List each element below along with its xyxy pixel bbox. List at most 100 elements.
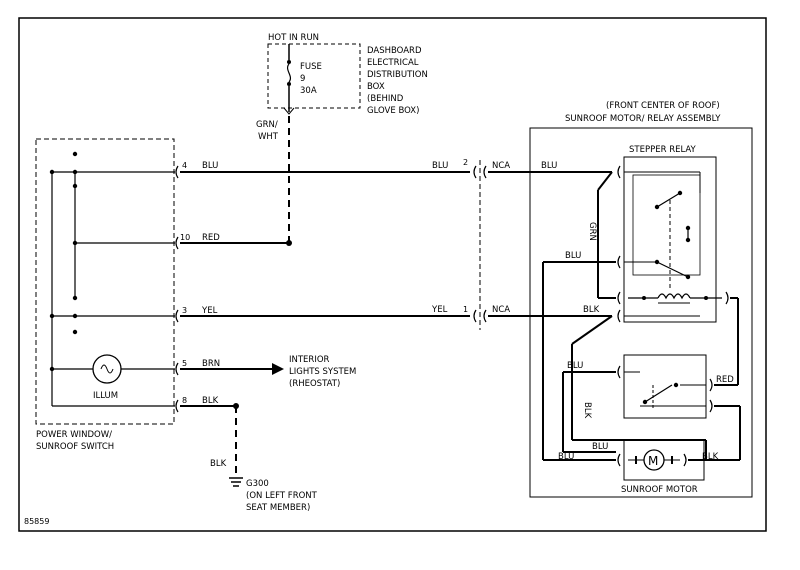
distribution-box bbox=[267, 43, 361, 109]
ground-location-1: (ON LEFT FRONT bbox=[246, 491, 318, 501]
pin-connector-icon bbox=[175, 362, 179, 376]
figure-number: 85859 bbox=[24, 517, 49, 526]
diagram-frame bbox=[18, 17, 767, 532]
interior-lights-1: INTERIOR bbox=[289, 355, 330, 365]
switch-housing bbox=[35, 138, 175, 425]
switch-name-1: POWER WINDOW/ bbox=[36, 430, 112, 440]
assembly-wire-blu-low: BLU bbox=[567, 361, 583, 371]
grn-wire bbox=[597, 171, 613, 191]
assembly-wire-red: RED bbox=[716, 375, 734, 385]
interior-lights-3: (RHEOSTAT) bbox=[289, 379, 340, 389]
limit-contact bbox=[673, 382, 679, 388]
wire-color-yel: YEL bbox=[201, 306, 218, 316]
assembly-wire-blu-motor-a: BLU bbox=[558, 452, 574, 462]
assembly-wire-blu-mid: BLU bbox=[565, 251, 581, 261]
relay-contact bbox=[642, 296, 646, 300]
fuse-terminal-top bbox=[287, 60, 291, 64]
assembly-wire-blk-mid: BLK bbox=[583, 305, 600, 315]
wire-color-blu: BLU bbox=[202, 161, 218, 171]
motor-symbol: M bbox=[648, 454, 658, 468]
dash-box-line-2: ELECTRICAL bbox=[367, 58, 419, 68]
interior-lights-2: LIGHTS SYSTEM bbox=[289, 367, 356, 377]
hot-in-run-label: HOT IN RUN bbox=[268, 33, 319, 43]
fuse-label: FUSE bbox=[300, 62, 322, 72]
pin-connector-icon bbox=[483, 309, 487, 323]
inline-pin-1: 1 bbox=[463, 305, 468, 314]
assembly-title: SUNROOF MOTOR/ RELAY ASSEMBLY bbox=[565, 114, 721, 124]
dash-box-line-5: (BEHIND bbox=[367, 94, 404, 104]
ground-name: G300 bbox=[246, 479, 269, 489]
blk-vert-wire bbox=[571, 315, 613, 345]
grn-wht-label-2: WHT bbox=[258, 132, 279, 142]
nca-label-bottom: NCA bbox=[492, 305, 510, 315]
fuse-icon bbox=[286, 63, 292, 83]
nca-label-top: NCA bbox=[492, 161, 510, 171]
pin-connector-icon bbox=[617, 291, 621, 305]
ground-wire-color: BLK bbox=[210, 459, 227, 469]
assembly-location: (FRONT CENTER OF ROOF) bbox=[606, 101, 720, 111]
pin-connector-icon bbox=[683, 453, 687, 467]
switch-name-2: SUNROOF SWITCH bbox=[36, 442, 114, 452]
grn-wht-label-1: GRN/ bbox=[256, 120, 278, 130]
pin-number-4: 4 bbox=[182, 161, 187, 170]
assembly-housing bbox=[529, 127, 753, 498]
pin-connector-icon bbox=[617, 453, 621, 467]
relay-contact bbox=[677, 190, 683, 196]
dash-box-line-4: BOX bbox=[367, 82, 385, 92]
bulb-filament-icon bbox=[100, 364, 114, 374]
fuse-terminal-bottom bbox=[287, 82, 291, 86]
fuse-number: 9 bbox=[300, 74, 305, 84]
dash-box-line-6: GLOVE BOX) bbox=[367, 106, 419, 116]
fuse-rating: 30A bbox=[300, 86, 317, 96]
ground-location-2: SEAT MEMBER) bbox=[246, 503, 310, 513]
pin-connector-icon bbox=[473, 309, 477, 323]
illum-label: ILLUM bbox=[93, 391, 118, 401]
switch-contact bbox=[49, 169, 55, 175]
pin-connector-icon bbox=[175, 236, 179, 250]
limit-blade bbox=[644, 384, 673, 403]
inline-wire-yel: YEL bbox=[431, 305, 448, 315]
pin-connector-icon bbox=[473, 165, 477, 179]
pin-number-10: 10 bbox=[180, 233, 190, 242]
stepper-relay-label: STEPPER RELAY bbox=[629, 145, 697, 155]
switch-contact bbox=[72, 151, 78, 157]
dash-box-line-3: DISTRIBUTION bbox=[367, 70, 428, 80]
relay-contact bbox=[704, 296, 708, 300]
relay-contact bbox=[685, 274, 691, 280]
relay-blade bbox=[656, 192, 681, 208]
pin-connector-icon bbox=[617, 165, 621, 179]
switch-contact bbox=[72, 329, 78, 335]
relay-blade bbox=[656, 261, 689, 278]
limit-switch bbox=[623, 354, 707, 419]
switch-contact bbox=[49, 313, 55, 319]
fuse-box-connector-icon bbox=[283, 107, 295, 115]
wire-color-blk: BLK bbox=[202, 396, 219, 406]
pin-number-8: 8 bbox=[182, 396, 187, 405]
coil-icon bbox=[657, 293, 691, 300]
assembly-wire-blk-motor: BLK bbox=[702, 452, 719, 462]
sunroof-motor-label: SUNROOF MOTOR bbox=[621, 485, 698, 495]
wire-color-brn: BRN bbox=[202, 359, 220, 369]
wire-color-red: RED bbox=[202, 233, 220, 243]
inline-pin-2: 2 bbox=[463, 158, 468, 167]
assembly-wire-blu-top: BLU bbox=[541, 161, 557, 171]
stepper-relay bbox=[623, 156, 717, 323]
pin-number-5: 5 bbox=[182, 359, 187, 368]
pin-connector-icon bbox=[617, 309, 621, 323]
assembly-wire-blk-vert: BLK bbox=[582, 402, 592, 419]
pin-connector-icon bbox=[175, 309, 179, 323]
pin-connector-icon bbox=[617, 255, 621, 269]
pin-connector-icon bbox=[175, 399, 179, 413]
pin-connector-icon bbox=[617, 365, 621, 379]
pin-connector-icon bbox=[483, 165, 487, 179]
assembly-wire-grn: GRN bbox=[587, 222, 597, 241]
inline-wire-blu: BLU bbox=[432, 161, 448, 171]
pin-connector-icon bbox=[709, 399, 713, 413]
pin-connector-icon bbox=[175, 165, 179, 179]
pin-number-3: 3 bbox=[182, 306, 187, 315]
assembly-wire-blu-motor-b: BLU bbox=[592, 442, 608, 452]
relay-contacts-frame bbox=[632, 174, 701, 276]
pin-connector-icon bbox=[725, 291, 729, 305]
dash-box-line-1: DASHBOARD bbox=[367, 46, 422, 56]
arrow-icon bbox=[272, 363, 284, 375]
